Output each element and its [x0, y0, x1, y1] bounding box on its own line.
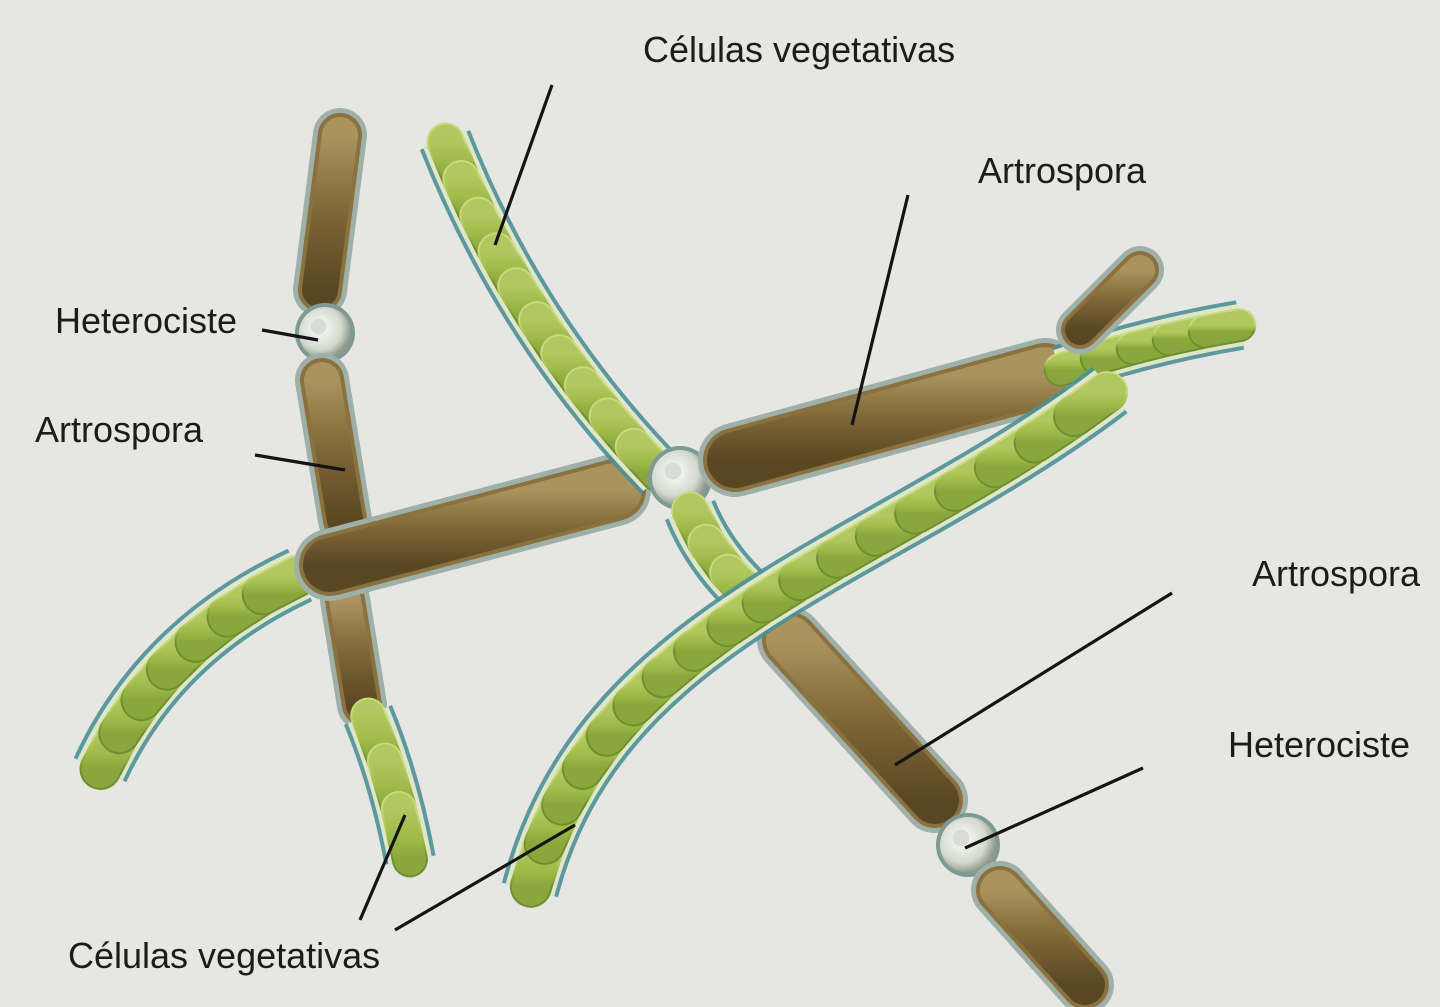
vegetative-cell-highlight [263, 576, 299, 595]
artrospora-shading [345, 600, 362, 705]
leader-line-5 [895, 593, 1172, 765]
leader-line-6 [965, 768, 1143, 848]
filament-a-tail [368, 715, 410, 860]
heterociste-highlight [665, 463, 682, 480]
label-heterociste-right: Heterociste [1228, 727, 1410, 763]
label-heterociste-left: Heterociste [55, 303, 237, 339]
artrospora-a-mid [322, 380, 345, 520]
artrospora-shading [320, 135, 340, 290]
heterociste-highlight [953, 830, 970, 847]
filaments [100, 135, 1240, 985]
artrospora-c [790, 640, 935, 800]
label-artrospora-left: Artrospora [35, 412, 203, 448]
vegetative-cell-highlight [1074, 392, 1107, 416]
filament-b [100, 575, 300, 770]
artrospora-d-stub [1080, 270, 1140, 330]
artrospora-c-tail [1000, 890, 1085, 985]
artrospora-shading [1080, 270, 1140, 330]
label-artrospora-right: Artrospora [1252, 556, 1420, 592]
artrospora-shading [322, 380, 345, 520]
artrospora-b [330, 490, 615, 565]
artrospora-shading [330, 490, 615, 565]
label-celulas-vegetativas-top: Células vegetativas [643, 32, 955, 68]
artrospora-a-low [345, 600, 362, 705]
heterociste-body [299, 307, 351, 359]
filament-c-top [445, 140, 660, 475]
heterociste-highlight [311, 319, 327, 335]
artrospora-shading [790, 640, 935, 800]
label-artrospora-top: Artrospora [978, 153, 1146, 189]
leader-line-1 [495, 85, 552, 245]
artrospora-a-top [320, 135, 340, 290]
label-celulas-vegetativas-bottom: Células vegetativas [68, 938, 380, 974]
vegetative-cell-highlight [1205, 325, 1240, 331]
